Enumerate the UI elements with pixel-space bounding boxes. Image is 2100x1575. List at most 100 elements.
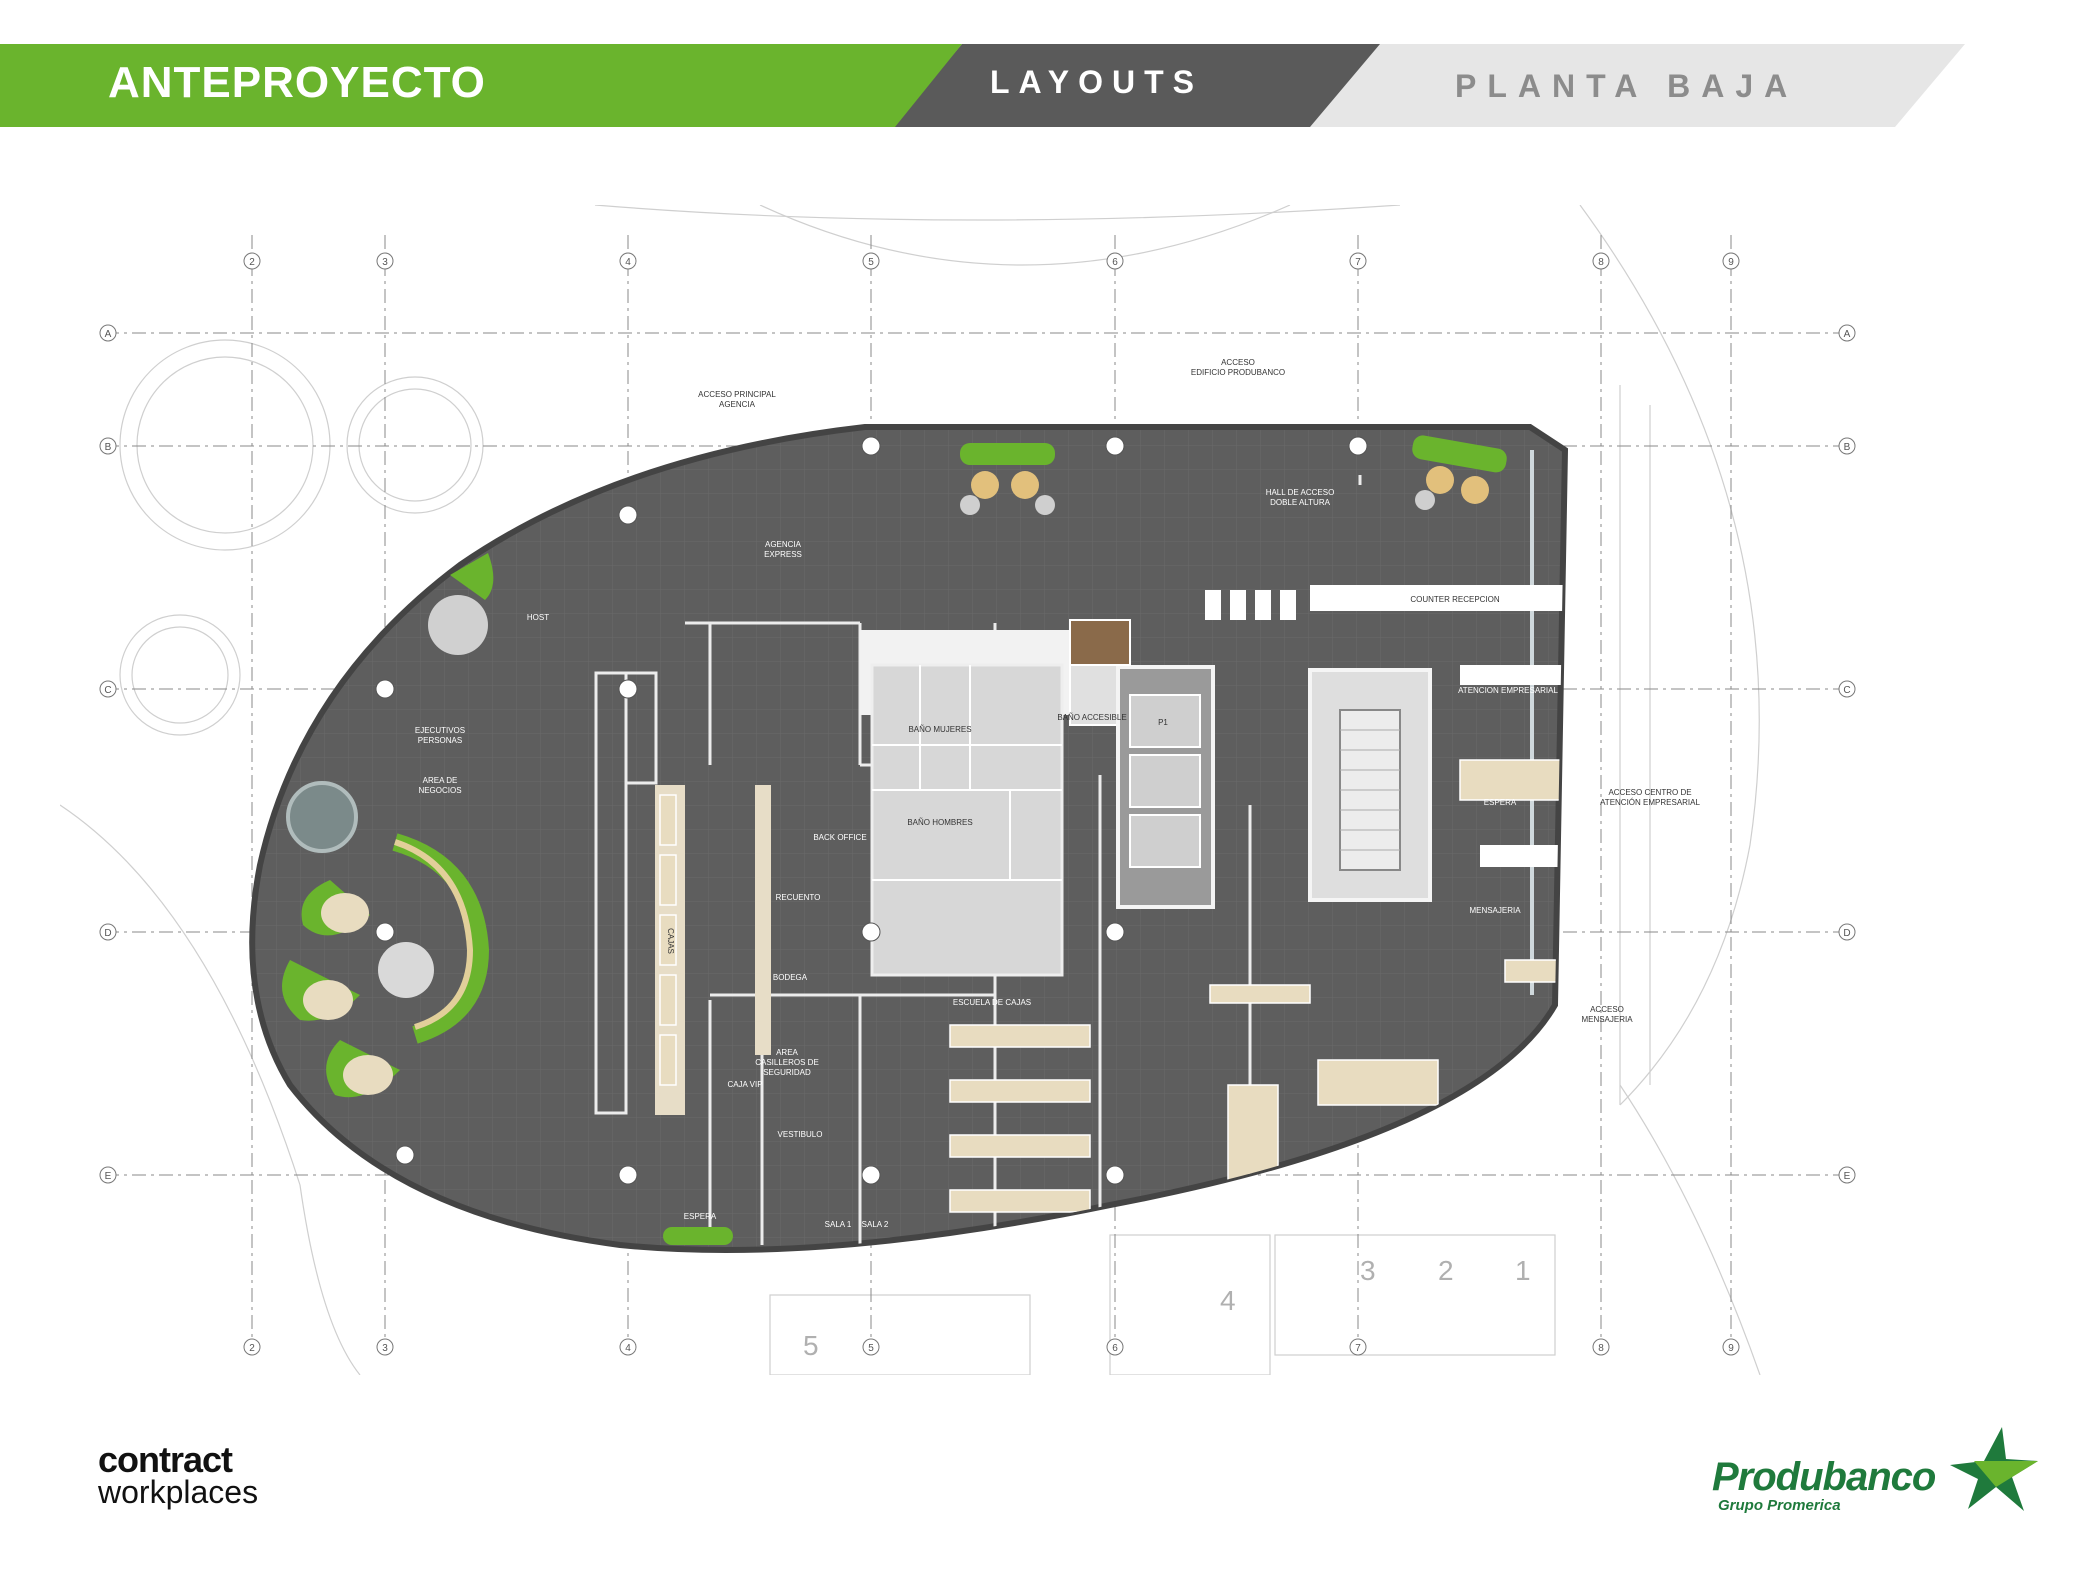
label-bodega: BODEGA xyxy=(773,973,808,982)
label-area: AREA xyxy=(776,1048,798,1057)
parking-number: 1 xyxy=(1515,1255,1531,1286)
counters xyxy=(655,585,1565,1115)
label-negocios: NEGOCIOS xyxy=(418,786,461,795)
elevator-core xyxy=(1116,665,1215,909)
category-title: LAYOUTS xyxy=(990,64,1203,100)
room-labels: AGENCIA EXPRESS HALL DE ACCESO DOBLE ALT… xyxy=(415,488,1559,1229)
label-caja-vip: CAJA VIP xyxy=(727,1080,762,1089)
label-express: EXPRESS xyxy=(764,550,802,559)
label-vestibulo: VESTIBULO xyxy=(778,1130,823,1139)
label-back-office: BACK OFFICE xyxy=(813,833,866,842)
access-labels: ACCESO PRINCIPAL AGENCIA ACCESO EDIFICIO… xyxy=(698,358,1700,1024)
label-edificio-produbanco: EDIFICIO PRODUBANCO xyxy=(1191,368,1285,377)
grid-row-label: A xyxy=(105,329,112,340)
label-bano-mujeres: BAÑO MUJERES xyxy=(908,725,971,734)
label-atencion-empresarial: ATENCION EMPRESARIAL xyxy=(1458,686,1558,695)
workstations xyxy=(659,759,1565,1213)
label-sala-1: SALA 1 xyxy=(825,1220,852,1229)
header-shapes xyxy=(0,44,1965,127)
label-espera: ESPERA xyxy=(684,1212,717,1221)
grid-col-label: 7 xyxy=(1355,1343,1361,1354)
label-cajas: CAJAS xyxy=(666,928,675,954)
grid-row-label: C xyxy=(1843,685,1850,696)
grid-col-label: 3 xyxy=(382,1343,388,1354)
produbanco-logo: Produbanco Grupo Promerica xyxy=(1712,1425,2052,1515)
label-mensajeria-access: MENSAJERIA xyxy=(1581,1015,1633,1024)
grid-col-label: 8 xyxy=(1598,1343,1604,1354)
section-title: ANTEPROYECTO xyxy=(108,58,486,107)
grid-col-label: 2 xyxy=(249,257,255,268)
label-hall-2: DOBLE ALTURA xyxy=(1270,498,1331,507)
logo-produbanco-text: Produbanco xyxy=(1712,1455,1936,1499)
grid-row-label: B xyxy=(105,442,112,453)
grid-col-label: 9 xyxy=(1728,1343,1734,1354)
lounge-pods xyxy=(282,553,494,1098)
grid-col-label: 5 xyxy=(868,257,874,268)
star-icon xyxy=(1950,1427,2038,1511)
label-hall: HALL DE ACCESO xyxy=(1266,488,1335,497)
grid-col-label: 7 xyxy=(1355,257,1361,268)
logo-contract-text: contract xyxy=(98,1439,233,1480)
label-agencia: AGENCIA xyxy=(765,540,802,549)
site-context xyxy=(60,205,1761,1375)
label-escuela: ESCUELA DE CAJAS xyxy=(953,998,1031,1007)
label-acceso-centro: ACCESO CENTRO DE xyxy=(1608,788,1691,797)
label-acceso: ACCESO xyxy=(1221,358,1255,367)
parking-number: 2 xyxy=(1438,1255,1454,1286)
floor-plan: 2 3 4 5 6 7 8 9 2 3 4 5 6 7 8 9 A B C D … xyxy=(60,205,1856,1375)
grid-col-label: 6 xyxy=(1112,257,1118,268)
grid-col-label: 3 xyxy=(382,257,388,268)
grid-row-label: B xyxy=(1844,442,1851,453)
parking-number: 3 xyxy=(1360,1255,1376,1286)
parking-number: 4 xyxy=(1220,1285,1236,1316)
label-elevator: P1 xyxy=(1158,718,1168,727)
level-title: PLANTA BAJA xyxy=(1455,68,1799,104)
label-personas: PERSONAS xyxy=(418,736,462,745)
grid-bubbles xyxy=(99,252,1856,1356)
label-casilleros: CASILLEROS DE xyxy=(755,1058,819,1067)
grid-col-label: 2 xyxy=(249,1343,255,1354)
entrance-seating xyxy=(960,466,1489,515)
label-espera-2: ESPERA xyxy=(1484,798,1517,807)
label-mensajeria: MENSAJERIA xyxy=(1469,906,1521,915)
label-recuento: RECUENTO xyxy=(776,893,821,902)
stair-core xyxy=(1308,668,1432,902)
parking-numbers: 5 4 3 2 1 xyxy=(803,1255,1531,1361)
label-sala-2: SALA 2 xyxy=(862,1220,889,1229)
restrooms xyxy=(860,630,1121,977)
contract-workplaces-logo: contract workplaces xyxy=(98,1442,328,1512)
label-urbano: URBANO xyxy=(1143,1208,1177,1217)
grid-bubble-labels: 2 3 4 5 6 7 8 9 2 3 4 5 6 7 8 9 A B C D … xyxy=(104,257,1850,1354)
label-atencion: ATENCIÓN EMPRESARIAL xyxy=(1600,798,1700,807)
label-counter: COUNTER RECEPCION xyxy=(1410,595,1500,604)
label-acceso-2: ACCESO xyxy=(1590,1005,1624,1014)
grid-col-label: 9 xyxy=(1728,257,1734,268)
header-dark-segment xyxy=(892,44,1380,127)
grid-row-label: D xyxy=(1843,928,1850,939)
label-seguridad: SEGURIDAD xyxy=(763,1068,811,1077)
stairs xyxy=(1069,619,1131,666)
grid-row-label: E xyxy=(105,1171,112,1182)
label-agencia-access: AGENCIA xyxy=(719,400,756,409)
grid-row-label: A xyxy=(1844,329,1851,340)
grid-row-label: D xyxy=(104,928,111,939)
parking-number: 5 xyxy=(803,1330,819,1361)
grid-row-label: E xyxy=(1844,1171,1851,1182)
header-light-segment xyxy=(1260,44,1965,127)
label-host: HOST xyxy=(527,613,549,622)
header-band: ANTEPROYECTO LAYOUTS PLANTA BAJA xyxy=(0,0,2100,140)
label-acceso-principal: ACCESO PRINCIPAL xyxy=(698,390,776,399)
label-bano-accesible: BAÑO ACCESIBLE xyxy=(1057,713,1126,722)
grid-col-label: 8 xyxy=(1598,257,1604,268)
logo-workplaces-text: workplaces xyxy=(98,1474,259,1510)
grid-col-label: 4 xyxy=(625,1343,631,1354)
interior: AGENCIA EXPRESS HALL DE ACCESO DOBLE ALT… xyxy=(282,435,1565,1245)
header-green-segment xyxy=(0,44,962,127)
grid-col-label: 6 xyxy=(1112,1343,1118,1354)
grid-row-label: C xyxy=(104,685,111,696)
label-ejecutivos: EJECUTIVOS xyxy=(415,726,465,735)
columns xyxy=(375,436,1368,1185)
grid-col-label: 4 xyxy=(625,257,631,268)
label-bano-hombres: BAÑO HOMBRES xyxy=(907,818,972,827)
grid-col-label: 5 xyxy=(868,1343,874,1354)
